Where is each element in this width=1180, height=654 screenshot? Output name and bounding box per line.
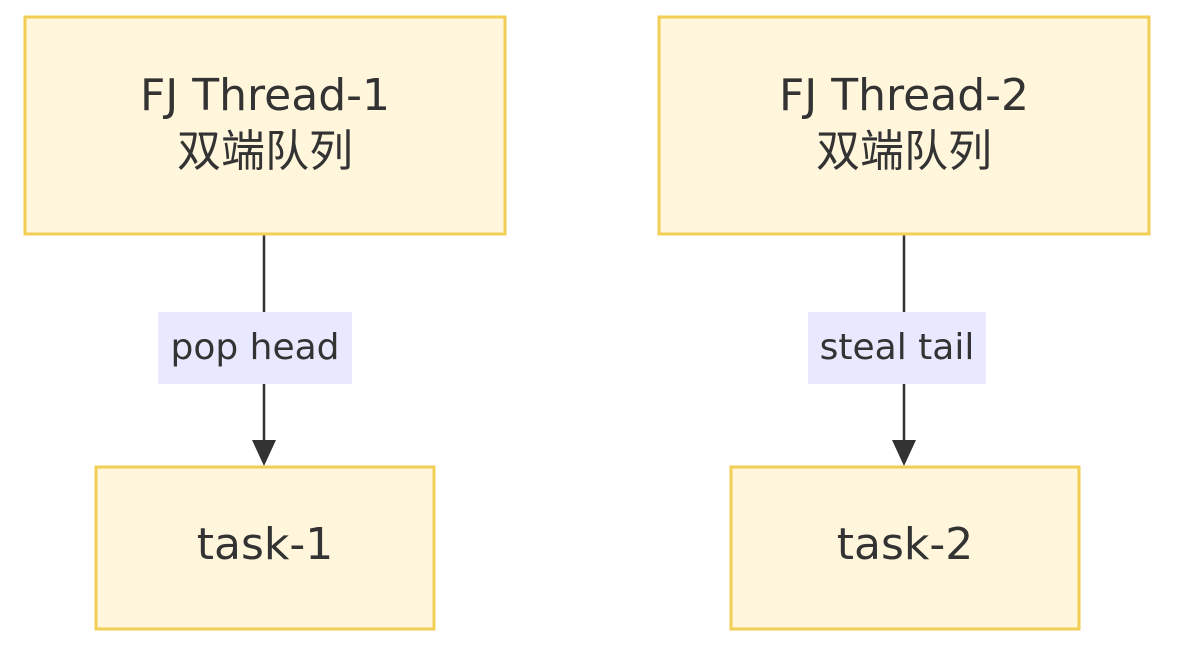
edge-steal-label-bg xyxy=(808,312,986,384)
node-fj-thread-2-subtitle: 双端队列 xyxy=(816,126,992,177)
node-task-2[interactable]: task-2 xyxy=(729,465,1081,631)
edge-pop-head: pop head xyxy=(158,234,352,466)
arrowhead-icon xyxy=(252,440,276,466)
edge-pop-label-bg xyxy=(158,312,352,384)
arrowhead-icon xyxy=(892,440,916,466)
node-task-1-label: task-1 xyxy=(197,519,334,570)
node-fj-thread-2[interactable]: FJ Thread-2 双端队列 xyxy=(657,15,1151,236)
node-fj-thread-1-title: FJ Thread-1 xyxy=(140,70,390,121)
node-fj-thread-1-subtitle: 双端队列 xyxy=(177,126,353,177)
node-fj-thread-1[interactable]: FJ Thread-1 双端队列 xyxy=(23,15,507,236)
edge-steal-label: steal tail xyxy=(820,327,975,368)
node-task-2-label: task-2 xyxy=(837,519,974,570)
edge-steal-tail: steal tail xyxy=(808,234,986,466)
edge-pop-label: pop head xyxy=(170,327,339,368)
node-fj-thread-2-title: FJ Thread-2 xyxy=(779,70,1029,121)
node-task-1[interactable]: task-1 xyxy=(94,465,436,631)
